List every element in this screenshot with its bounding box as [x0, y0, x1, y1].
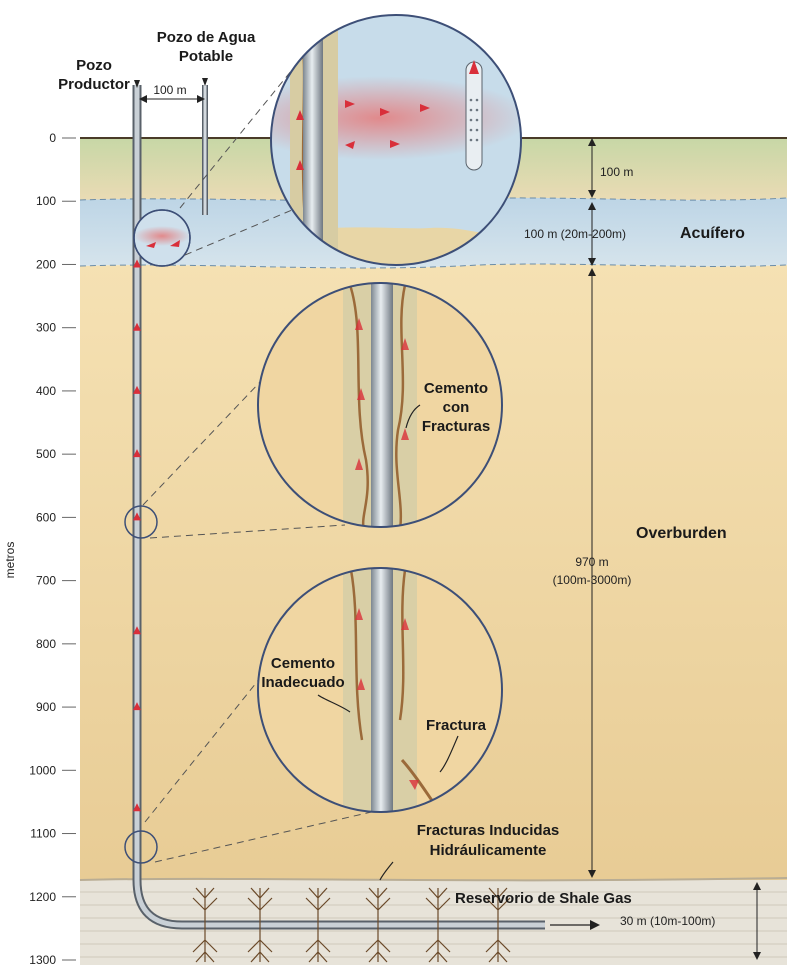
axis-tick-label: 700 [36, 574, 56, 588]
strata [80, 138, 787, 965]
depth-axis: 0 100 200 300 400 500 600 700 800 900 1000 1100 1200… [29, 131, 76, 965]
overburden-dimension-2: (100m-3000m) [553, 573, 632, 587]
axis-tick-label: 1000 [29, 763, 56, 777]
fracturas-inducidas-label-1: Fracturas Inducidas [417, 822, 560, 839]
overburden-label: Overburden [636, 525, 727, 542]
axis-label: metros [3, 542, 17, 579]
pozo-agua-label-2: Potable [179, 48, 233, 65]
well-distance-label: 100 m [153, 83, 186, 97]
axis-tick-label: 0 [49, 131, 56, 145]
aquifer-dimension: 100 m (20m-200m) [524, 227, 626, 241]
pozo-productor-label-1: Pozo [76, 57, 112, 74]
cemento-fracturas-label-3: Fracturas [422, 418, 490, 435]
axis-tick-label: 1200 [29, 890, 56, 904]
overburden-dimension-1: 970 m [575, 555, 608, 569]
pozo-productor-label-2: Productor [58, 76, 130, 93]
reservoir-dimension: 30 m (10m-100m) [620, 914, 715, 928]
fractura-label: Fractura [426, 717, 487, 734]
cemento-fracturas-label-2: con [443, 399, 470, 416]
axis-tick-label: 900 [36, 700, 56, 714]
pozo-agua-label-1: Pozo de Agua [157, 29, 256, 46]
top-layer-dimension: 100 m [600, 165, 633, 179]
cemento-fracturas-label-1: Cemento [424, 380, 488, 397]
cemento-inadecuado-label-1: Cemento [271, 655, 335, 672]
axis-tick-label: 600 [36, 510, 56, 524]
axis-tick-label: 200 [36, 257, 56, 271]
cemento-inadecuado-label-2: Inadecuado [261, 674, 344, 691]
axis-tick-label: 400 [36, 384, 56, 398]
axis-tick-label: 1100 [30, 827, 56, 841]
axis-tick-label: 100 [36, 194, 56, 208]
axis-tick-label: 800 [36, 637, 56, 651]
axis-tick-label: 1300 [29, 953, 56, 965]
axis-tick-label: 300 [36, 321, 56, 335]
acuifero-label: Acuífero [680, 225, 745, 242]
reservorio-label: Reservorio de Shale Gas [455, 890, 632, 907]
fracturas-inducidas-label-2: Hidráulicamente [430, 842, 547, 859]
axis-tick-label: 500 [36, 447, 56, 461]
